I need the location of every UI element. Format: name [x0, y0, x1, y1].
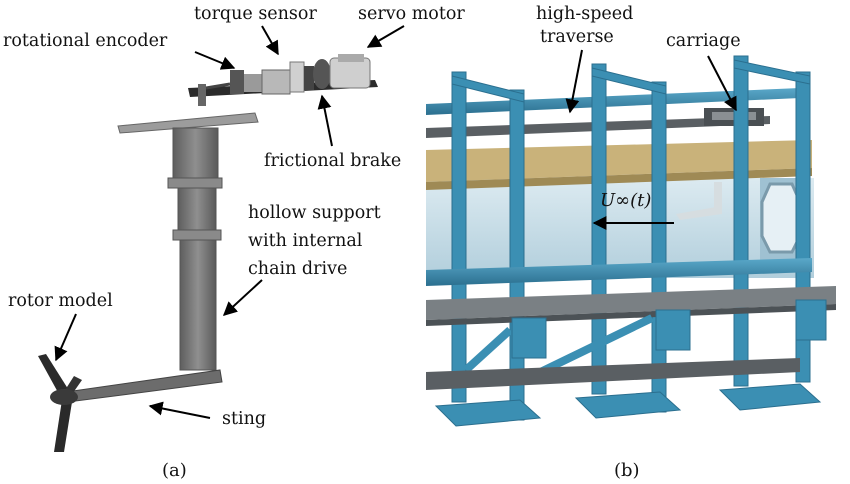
arrow-sting [148, 401, 211, 419]
sting-body [65, 369, 223, 403]
label-hollow-support-line1: hollow support [248, 203, 381, 223]
label-hollow-support-line3: chain drive [248, 259, 347, 279]
caption-a: (a) [162, 460, 187, 481]
drive-train-assembly [188, 54, 378, 106]
panel-b: high-speed traverse carriage U∞(t) (b) [426, 4, 836, 481]
arrow-frictional-brake [317, 94, 333, 147]
label-hollow-support-line2: with internal [248, 231, 363, 251]
label-sting: sting [222, 409, 266, 429]
arrow-hollow-support [222, 279, 263, 316]
tank-window [760, 182, 802, 254]
mounting-plate [117, 112, 259, 134]
arrow-traverse [565, 49, 583, 114]
label-torque-sensor: torque sensor [194, 4, 317, 24]
arrow-torque-sensor [261, 25, 279, 56]
label-rotational-encoder: rotational encoder [3, 31, 168, 51]
grating-walkway [426, 286, 836, 320]
lower-beam [426, 258, 812, 286]
caption-b: (b) [614, 460, 640, 481]
arrow-rotor-model [54, 313, 77, 362]
label-traverse: traverse [540, 27, 614, 47]
ground-rail [426, 358, 800, 390]
label-servo-motor: servo motor [358, 4, 465, 24]
label-frictional-brake: frictional brake [264, 151, 401, 171]
arrow-rotational-encoder [194, 51, 236, 70]
panel-a: rotational encoder torque sensor servo m… [3, 4, 465, 481]
label-rotor-model: rotor model [8, 291, 113, 311]
label-carriage: carriage [666, 31, 741, 51]
arrow-carriage [707, 55, 737, 112]
rotor-model [38, 354, 82, 452]
hollow-support [167, 127, 223, 371]
label-high-speed: high-speed [536, 4, 633, 24]
label-velocity: U∞(t) [600, 190, 651, 211]
frame-feet [434, 299, 827, 427]
arrow-servo-motor [366, 25, 405, 48]
